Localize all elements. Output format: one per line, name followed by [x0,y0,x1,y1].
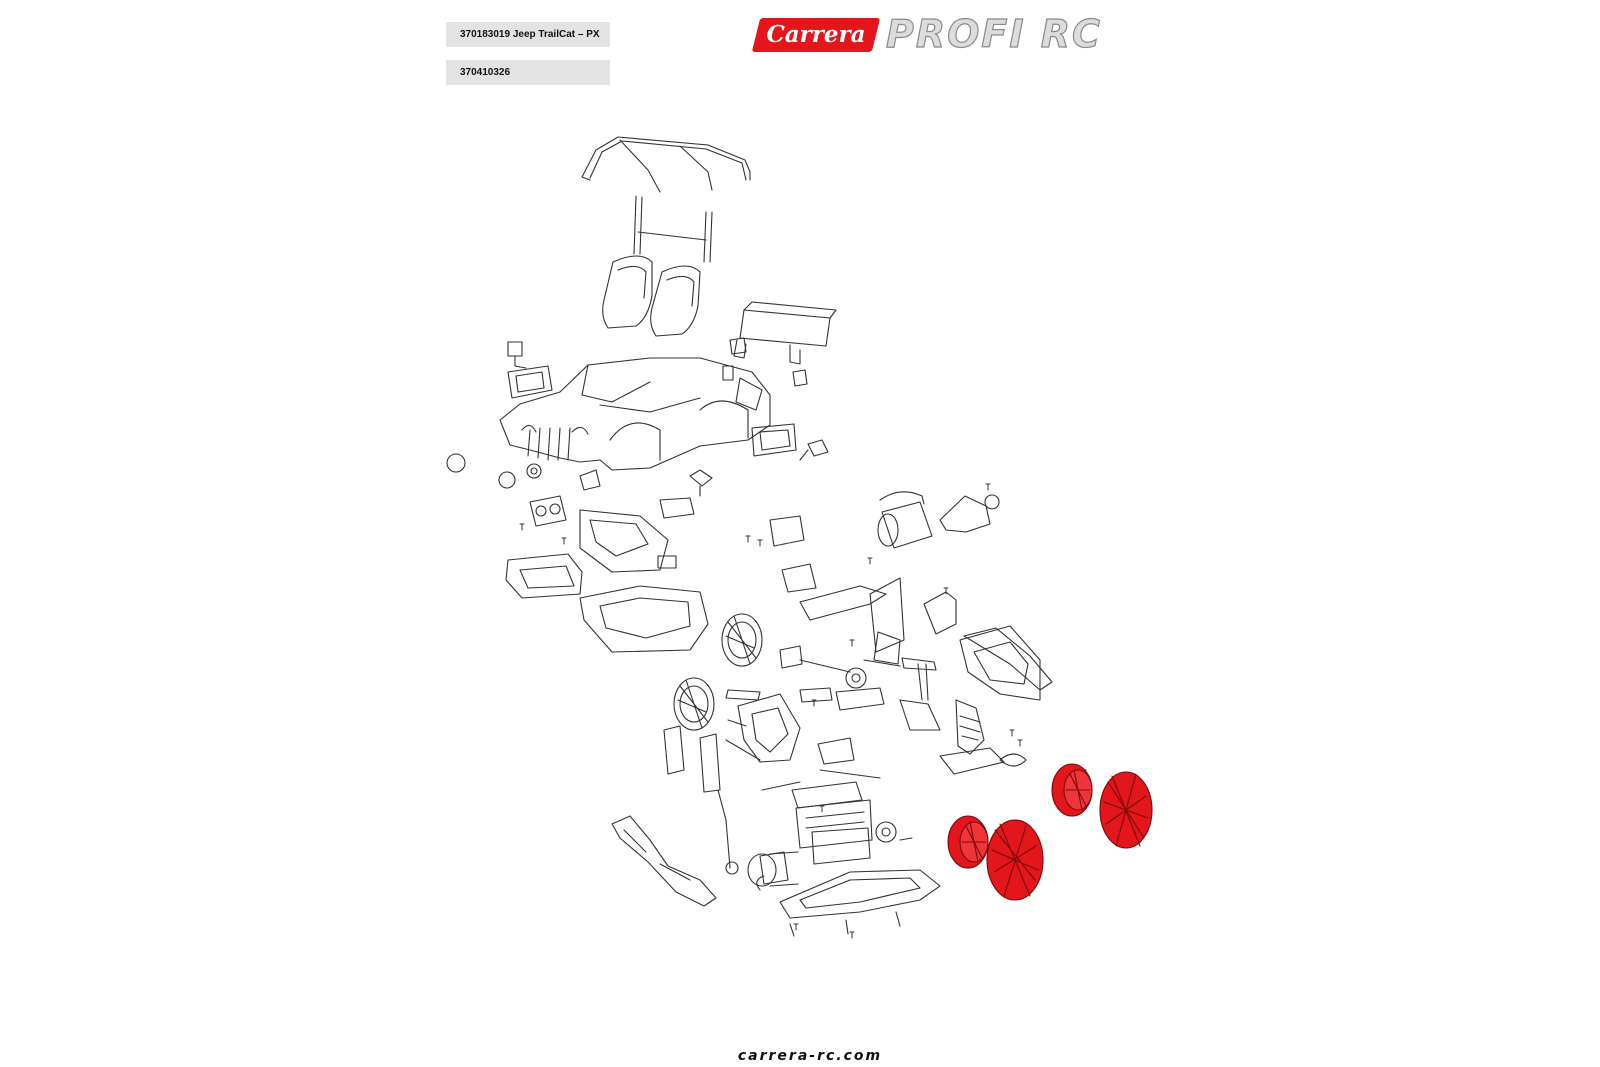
seats [602,255,701,337]
brand-line: PROFI RC [885,12,1102,56]
wheel-rim-rear [1051,763,1093,817]
tire-rear [1099,771,1153,849]
body-shell [499,357,771,471]
highlighted-wheels [947,763,1153,901]
part-number-label: 370410326 [446,60,610,85]
motor-assembly [769,491,1000,653]
wheel-rim-front [947,815,989,869]
front-bumper [611,815,717,907]
spare-tires [673,613,763,731]
product-label: 370183019 Jeep TrailCat – PX [446,22,610,47]
rear-bumper [963,627,1053,691]
battery-tray [747,781,913,887]
rear-suspension [663,645,901,875]
front-suspension [873,591,1087,775]
brand-name: Carrera [766,21,866,48]
screws [519,483,1023,939]
interior-tub [505,495,709,653]
footer-url[interactable]: carrera-rc.com [737,1048,883,1064]
body-accessories [446,337,829,497]
roll-cage [581,136,751,263]
rear-panel [733,301,837,365]
chassis-plate [756,869,941,937]
tire-front [986,819,1044,901]
brand-logo: Carrera PROFI RC [751,13,1160,55]
